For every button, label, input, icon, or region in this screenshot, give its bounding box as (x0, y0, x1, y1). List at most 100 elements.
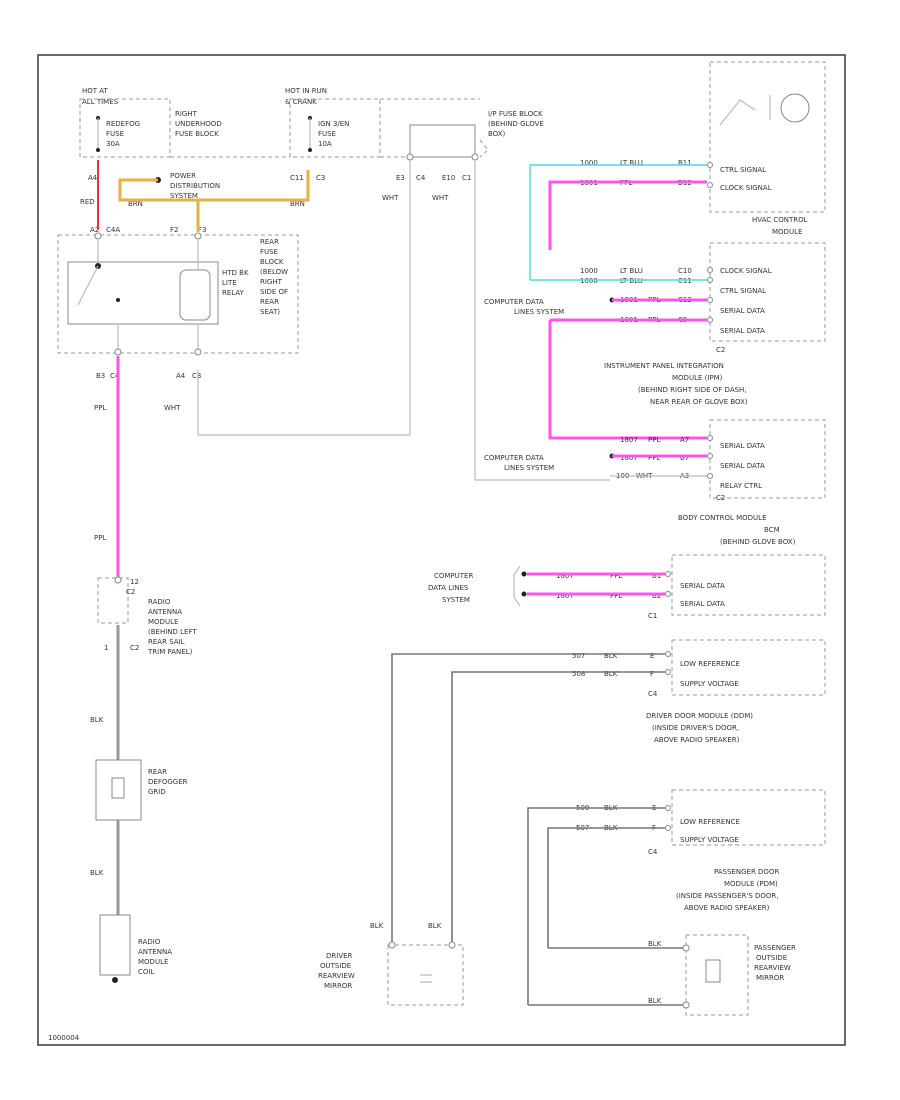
bcm-serial-connector: COMPUTER DATA LINES SYSTEM 1807 PPL B1 1… (428, 554, 826, 620)
svg-text:FUSE BLOCK: FUSE BLOCK (175, 130, 219, 138)
svg-text:30A: 30A (106, 140, 120, 148)
rear-fuse-block: HTD BK LITE RELAY REAR FUSE BLOCK (BELOW… (57, 232, 299, 356)
svg-text:OUTSIDE: OUTSIDE (320, 962, 351, 970)
svg-text:SYSTEM: SYSTEM (170, 192, 198, 200)
power-distribution: POWER DISTRIBUTION SYSTEM (155, 172, 220, 200)
svg-text:F3: F3 (198, 226, 206, 234)
svg-text:C4: C4 (648, 690, 658, 698)
svg-text:REARVIEW: REARVIEW (754, 964, 791, 972)
svg-text:BLK: BLK (370, 922, 384, 930)
svg-text:LOW REFERENCE: LOW REFERENCE (680, 818, 740, 826)
svg-text:DEFOGGER: DEFOGGER (148, 778, 188, 786)
svg-text:COMPUTER DATA: COMPUTER DATA (484, 454, 544, 462)
svg-text:1807: 1807 (620, 436, 638, 444)
svg-text:(BEHIND LEFT: (BEHIND LEFT (148, 628, 197, 636)
svg-text:LINES SYSTEM: LINES SYSTEM (514, 308, 564, 316)
svg-text:SEAT): SEAT) (260, 308, 280, 316)
svg-text:A4: A4 (88, 174, 98, 182)
svg-text:BLOCK: BLOCK (260, 258, 284, 266)
svg-text:1: 1 (104, 644, 108, 652)
svg-text:REAR: REAR (148, 768, 167, 776)
svg-text:FUSE: FUSE (318, 130, 336, 138)
svg-text:SUPPLY VOLTAGE: SUPPLY VOLTAGE (680, 680, 739, 688)
svg-text:RADIO: RADIO (138, 938, 161, 946)
svg-text:1807: 1807 (620, 454, 638, 462)
svg-text:E10: E10 (442, 174, 455, 182)
svg-text:RADIO: RADIO (148, 598, 171, 606)
svg-text:REAR SAIL: REAR SAIL (148, 638, 185, 646)
svg-text:BODY CONTROL MODULE: BODY CONTROL MODULE (678, 514, 767, 522)
radio-antenna-coil: RADIO ANTENNA MODULE COIL (99, 914, 172, 983)
svg-text:BLK: BLK (90, 869, 104, 877)
svg-text:B3: B3 (96, 372, 105, 380)
svg-text:1807: 1807 (556, 572, 574, 580)
svg-text:MODULE (PDM): MODULE (PDM) (724, 880, 778, 888)
driver-door-module: LOW REFERENCE SUPPLY VOLTAGE C4 507 BLK … (572, 639, 826, 744)
svg-text:PASSENGER: PASSENGER (754, 944, 796, 952)
svg-text:REAR: REAR (260, 298, 279, 306)
svg-text:SYSTEM: SYSTEM (442, 596, 470, 604)
svg-text:(BEHIND GLOVE: (BEHIND GLOVE (488, 120, 544, 128)
svg-text:BLK: BLK (604, 652, 618, 660)
svg-text:507: 507 (572, 652, 585, 660)
svg-text:LT BLU: LT BLU (620, 267, 643, 275)
svg-text:REARVIEW: REARVIEW (318, 972, 355, 980)
svg-text:BOX): BOX) (488, 130, 506, 138)
svg-text:HOT AT: HOT AT (82, 87, 109, 95)
svg-text:HTD BK: HTD BK (222, 269, 249, 277)
svg-text:12: 12 (130, 578, 139, 586)
svg-text:(BEHIND GLOVE BOX): (BEHIND GLOVE BOX) (720, 538, 796, 546)
figure-code: 1000004 (48, 1034, 80, 1042)
svg-text:C4: C4 (110, 372, 120, 380)
svg-text:COIL: COIL (138, 968, 154, 976)
svg-text:ANTENNA: ANTENNA (148, 608, 182, 616)
svg-text:BRN: BRN (290, 200, 305, 208)
svg-text:RELAY: RELAY (222, 289, 245, 297)
svg-text:C11: C11 (678, 277, 692, 285)
driver-outside-mirror: BLK BLK DRIVER OUTSIDE REARVIEW MIRROR (318, 922, 464, 1006)
svg-text:HOT IN RUN: HOT IN RUN (285, 87, 327, 95)
svg-text:SUPPLY VOLTAGE: SUPPLY VOLTAGE (680, 836, 739, 844)
svg-text:& CRANK: & CRANK (285, 98, 317, 106)
svg-text:MODULE: MODULE (138, 958, 168, 966)
cyan-wire-hvac (529, 164, 707, 280)
svg-text:BLK: BLK (428, 922, 442, 930)
svg-text:PPL: PPL (610, 572, 622, 580)
svg-text:1000: 1000 (580, 159, 598, 167)
svg-text:LT BLU: LT BLU (620, 159, 643, 167)
ip-fuse-block: I/P FUSE BLOCK (BEHIND GLOVE BOX) (406, 110, 544, 161)
svg-text:C2: C2 (130, 644, 139, 652)
svg-text:WHT: WHT (432, 194, 449, 202)
svg-text:ABOVE RADIO SPEAKER): ABOVE RADIO SPEAKER) (684, 904, 770, 912)
svg-text:A2: A2 (90, 226, 99, 234)
svg-text:LINES SYSTEM: LINES SYSTEM (504, 464, 554, 472)
svg-text:OUTSIDE: OUTSIDE (756, 954, 787, 962)
svg-text:CTRL SIGNAL: CTRL SIGNAL (720, 287, 766, 295)
svg-text:NEAR REAR OF GLOVE BOX): NEAR REAR OF GLOVE BOX) (650, 398, 748, 406)
svg-text:DISTRIBUTION: DISTRIBUTION (170, 182, 220, 190)
svg-text:F: F (650, 670, 654, 678)
instrument-panel-module: CLOCK SIGNAL CTRL SIGNAL SERIAL DATA SER… (484, 242, 826, 406)
svg-text:RIGHT: RIGHT (260, 278, 283, 286)
svg-text:B7: B7 (680, 454, 689, 462)
svg-text:ANTENNA: ANTENNA (138, 948, 172, 956)
svg-text:PPL: PPL (610, 592, 622, 600)
svg-text:508: 508 (572, 670, 585, 678)
svg-text:HVAC CONTROL: HVAC CONTROL (752, 216, 808, 224)
svg-text:C3: C3 (316, 174, 325, 182)
radio-antenna-module: 12 C2 1 C2 RADIO ANTENNA MODULE (BEHIND … (97, 576, 197, 656)
svg-text:SERIAL DATA: SERIAL DATA (720, 327, 765, 335)
svg-text:(BELOW: (BELOW (260, 268, 288, 276)
wht-wire-2 (474, 160, 610, 481)
svg-text:C4: C4 (416, 174, 426, 182)
svg-text:1807: 1807 (556, 592, 574, 600)
ppl-wire-hvac (548, 180, 707, 250)
svg-text:(INSIDE DRIVER'S DOOR,: (INSIDE DRIVER'S DOOR, (652, 724, 739, 732)
svg-text:C1: C1 (462, 174, 471, 182)
brn-wire (118, 170, 310, 202)
svg-text:MIRROR: MIRROR (324, 982, 352, 990)
svg-text:LT BLU: LT BLU (620, 277, 643, 285)
svg-text:REDEFOG: REDEFOG (106, 120, 140, 128)
fuse-hot-in-run: HOT IN RUN & CRANK IGN 3/EN FUSE 10A (285, 87, 381, 158)
